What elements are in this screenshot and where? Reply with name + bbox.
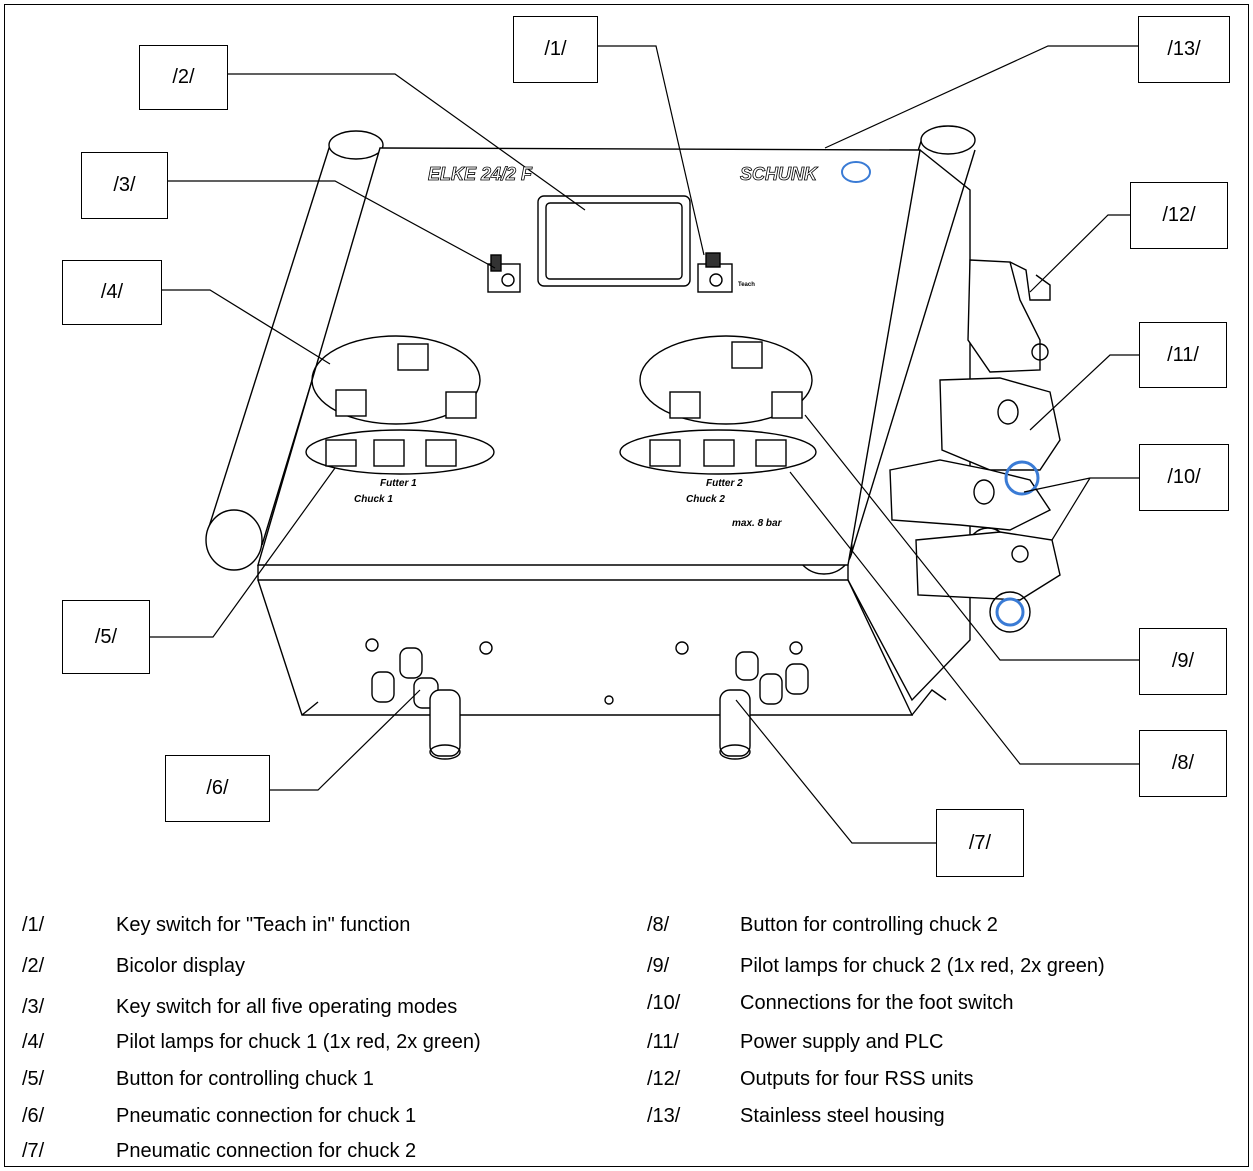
- foot-switch-connectors: [889, 459, 1061, 633]
- chuck2-pneumatic-fittings: [719, 651, 809, 760]
- callout-9: /9/: [1139, 628, 1227, 695]
- chuck1-en-label: Chuck 1: [354, 494, 393, 505]
- callout-5: /5/: [62, 600, 150, 674]
- teach-label: Teach: [738, 282, 755, 288]
- rss-output-connector: [967, 259, 1051, 373]
- legend-text-4: Pilot lamps for chuck 1 (1x red, 2x gree…: [116, 1031, 481, 1053]
- chuck2-en-label: Chuck 2: [686, 494, 725, 505]
- callout-2: /2/: [139, 45, 228, 110]
- model-label: ELKE 24/2 F: [428, 164, 533, 184]
- legend-num-4: /4/: [22, 1031, 45, 1053]
- chuck2-button-group: [619, 429, 817, 475]
- callout-11: /11/: [1139, 322, 1227, 388]
- legend-text-1: Key switch for "Teach in" function: [116, 914, 411, 936]
- legend-num-6: /6/: [22, 1105, 45, 1127]
- power-connector: [939, 377, 1061, 471]
- chuck1-button-group: [305, 429, 495, 475]
- chuck2-lamp-group: [639, 335, 813, 425]
- legend-text-7: Pneumatic connection for chuck 2: [116, 1140, 417, 1162]
- callout-6: /6/: [165, 755, 270, 822]
- display-outline: [537, 195, 691, 287]
- housing-body: [257, 579, 914, 716]
- pressure-label: max. 8 bar: [732, 518, 783, 529]
- device-drawing: ELKE 24/2 F SCHUNK Teach Futter 1 Chuck …: [150, 45, 1139, 844]
- chuck2-de-label: Futter 2: [706, 478, 743, 489]
- chuck1-pneumatic-fittings: [371, 647, 461, 760]
- legend-text-13: Stainless steel housing: [740, 1105, 945, 1127]
- legend-text-6: Pneumatic connection for chuck 1: [116, 1105, 417, 1127]
- legend-num-1: /1/: [22, 914, 45, 936]
- callout-8: /8/: [1139, 730, 1227, 797]
- legend-num-12: /12/: [647, 1068, 681, 1090]
- legend-num-8: /8/: [647, 914, 670, 936]
- legend-text-5: Button for controlling chuck 1: [116, 1068, 374, 1090]
- brand-logo-icon: [841, 161, 871, 183]
- callout-12: /12/: [1130, 182, 1228, 249]
- callout-1: /1/: [513, 16, 598, 83]
- legend-text-3: Key switch for all five operating modes: [116, 996, 458, 1018]
- legend-text-8: Button for controlling chuck 2: [740, 914, 998, 936]
- legend-text-9: Pilot lamps for chuck 2 (1x red, 2x gree…: [740, 955, 1105, 977]
- legend-text-12: Outputs for four RSS units: [740, 1068, 974, 1090]
- legend-num-13: /13/: [647, 1105, 681, 1127]
- legend-num-7: /7/: [22, 1140, 45, 1162]
- legend-num-10: /10/: [647, 992, 681, 1014]
- legend-num-11: /11/: [647, 1031, 679, 1053]
- legend-text-2: Bicolor display: [116, 955, 245, 977]
- key-switch-mode: [487, 254, 521, 293]
- legend-num-3: /3/: [22, 996, 45, 1018]
- legend-num-5: /5/: [22, 1068, 45, 1090]
- callout-10: /10/: [1139, 444, 1229, 511]
- leader-lines: [150, 45, 1139, 844]
- figure-frame: [4, 4, 1249, 1167]
- key-switch-teach: [697, 252, 733, 293]
- callout-3: /3/: [81, 152, 168, 219]
- callout-13: /13/: [1138, 16, 1230, 83]
- legend-text-10: Connections for the foot switch: [740, 992, 1014, 1014]
- brand-logo-text: SCHUNK: [740, 164, 819, 184]
- chuck1-de-label: Futter 1: [380, 478, 417, 489]
- chuck1-lamp-group: [311, 335, 481, 425]
- legend-num-9: /9/: [647, 955, 670, 977]
- housing-side: [847, 149, 971, 702]
- legend-text-11: Power supply and PLC: [740, 1031, 944, 1053]
- callout-7: /7/: [936, 809, 1024, 877]
- legend-num-2: /2/: [22, 955, 45, 977]
- callout-4: /4/: [62, 260, 162, 325]
